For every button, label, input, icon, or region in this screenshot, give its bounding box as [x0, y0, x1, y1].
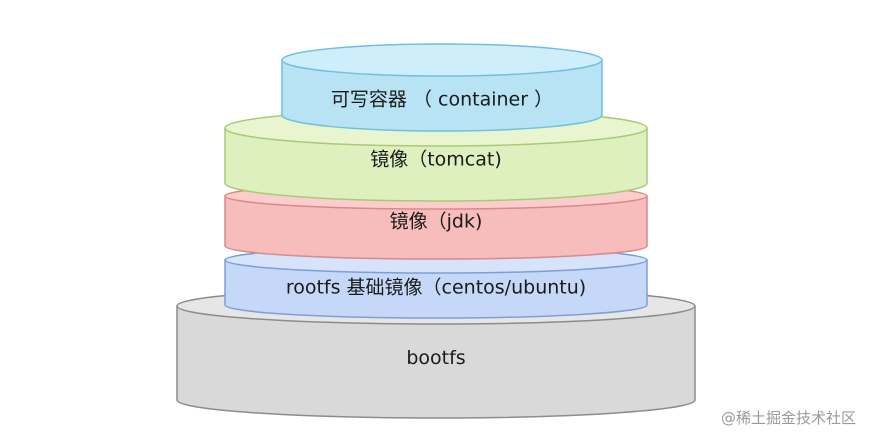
jdk-cylinder-body: [224, 195, 648, 260]
container-cylinder: [281, 43, 603, 132]
jdk-layer-label: 镜像（jdk): [389, 210, 483, 233]
watermark: @稀土掘金技术社区: [720, 409, 856, 427]
bootfs-cylinder-body: [176, 305, 696, 419]
container-cylinder-top: [281, 43, 603, 77]
rootfs-cylinder-body: [224, 259, 648, 319]
rootfs-label: rootfs 基础镜像（centos/ubuntu): [285, 276, 587, 299]
container-cylinder-body: [281, 59, 603, 132]
tomcat-cylinder-body: [224, 127, 648, 202]
tomcat-layer-label: 镜像（tomcat): [370, 148, 502, 171]
bootfs-label: bootfs: [406, 347, 466, 369]
container-layer-label: 可写容器 （ container ）: [330, 88, 554, 111]
